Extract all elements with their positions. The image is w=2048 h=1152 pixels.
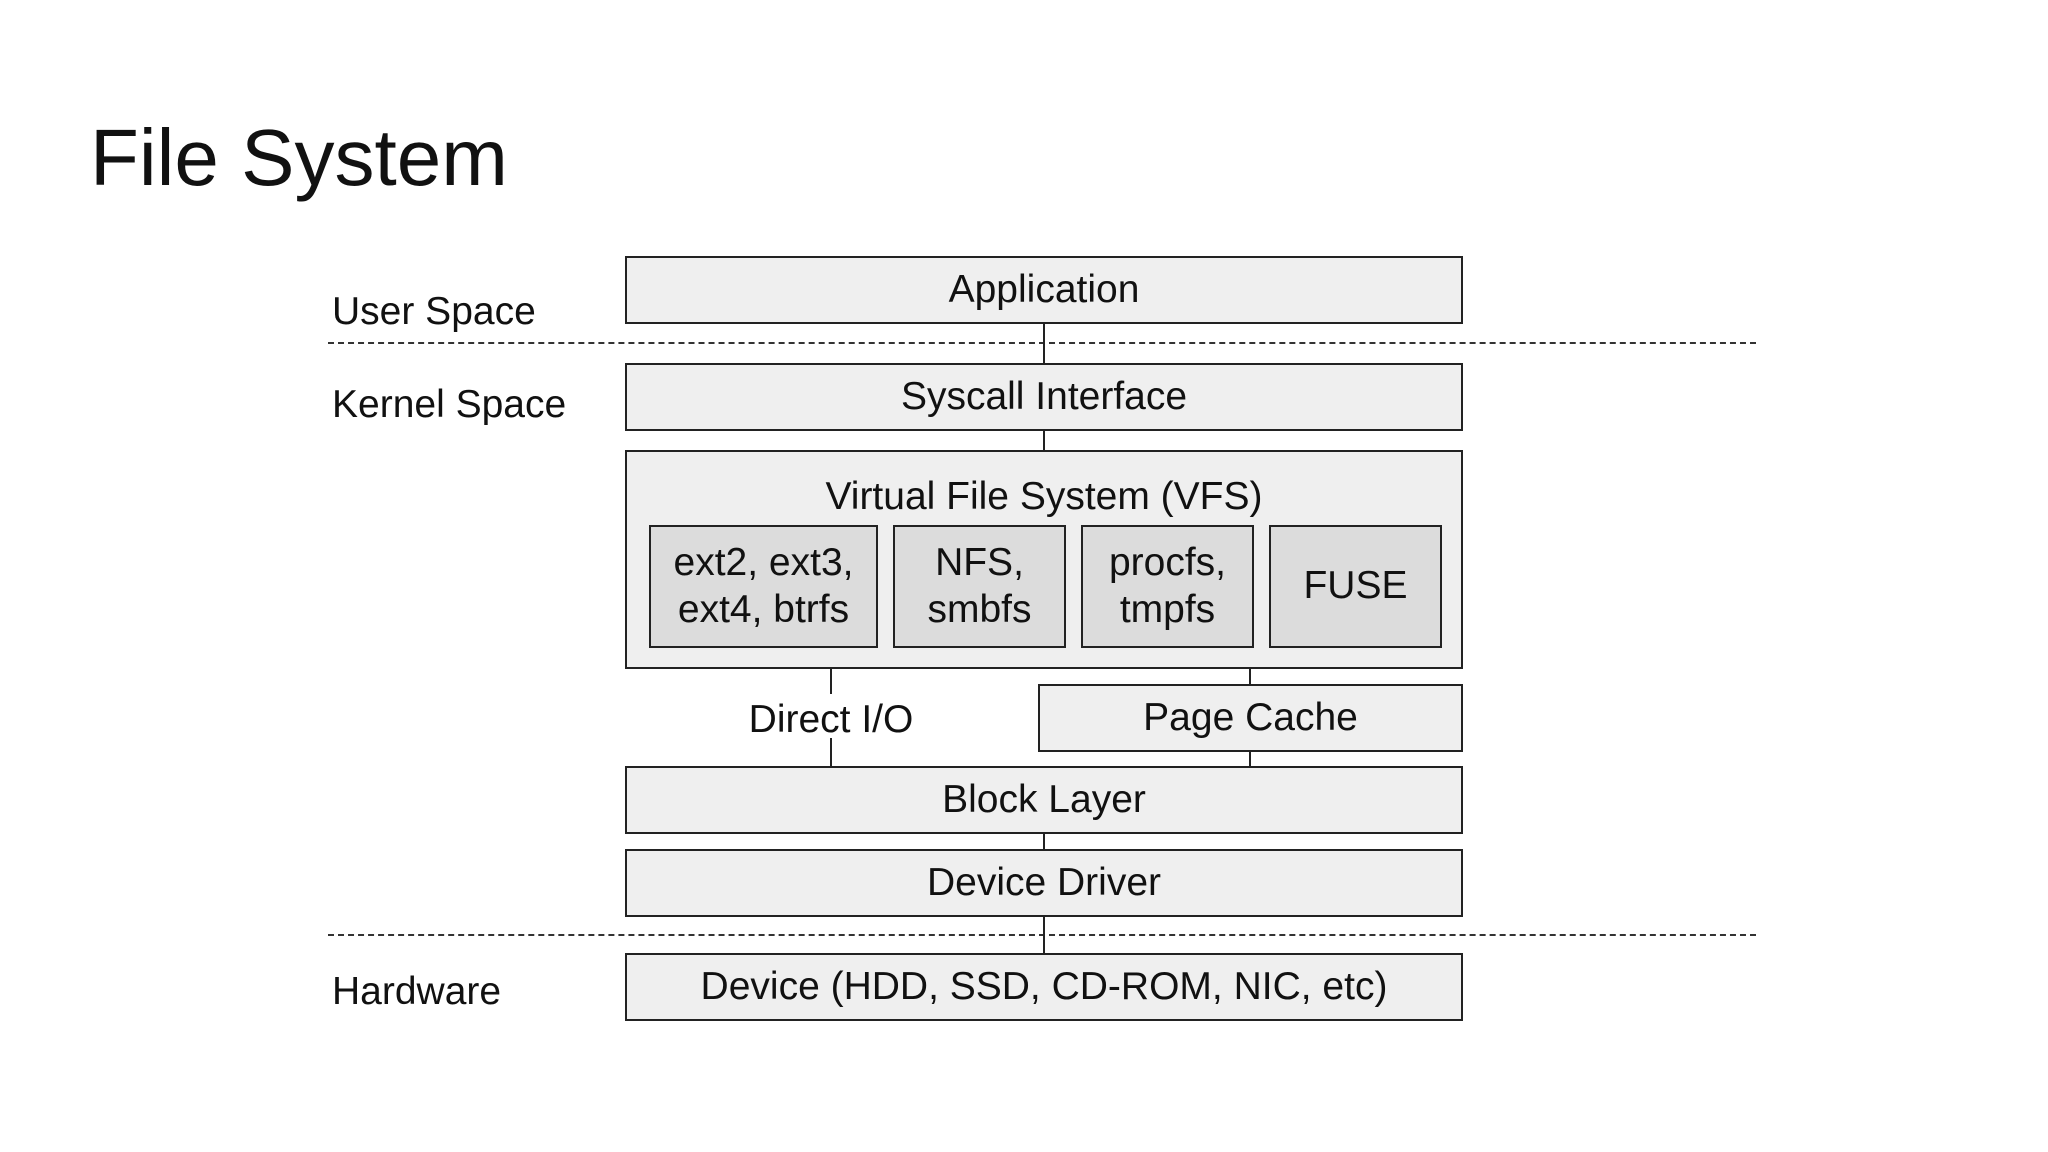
application-label: Application	[948, 267, 1140, 311]
connector-application-syscall	[1043, 323, 1045, 363]
page-cache-box: Page Cache	[1038, 684, 1463, 752]
filesystem-ext-line2: ext4, btrfs	[677, 587, 850, 631]
region-label-user-space: User Space	[332, 290, 536, 333]
block-layer-label: Block Layer	[942, 777, 1146, 821]
device-label: Device (HDD, SSD, CD-ROM, NIC, etc)	[700, 964, 1388, 1008]
region-label-hardware: Hardware	[332, 970, 502, 1013]
kernel-hardware-boundary	[328, 934, 1756, 936]
block-layer-box: Block Layer	[625, 766, 1463, 834]
filesystem-procfs-line1: procfs,	[1108, 541, 1227, 585]
filesystem-nfs-line2: smbfs	[927, 587, 1032, 631]
user-kernel-boundary	[328, 342, 1756, 344]
connector-block-driver	[1043, 833, 1045, 849]
filesystem-ext-line1: ext2, ext3,	[673, 541, 854, 585]
connector-direct-io-block	[830, 738, 832, 766]
device-driver-label: Device Driver	[926, 860, 1162, 904]
filesystem-box-nfs: NFS, smbfs	[893, 525, 1066, 648]
connector-vfs-direct-io	[830, 668, 832, 694]
filesystem-nfs-line1: NFS,	[935, 541, 1024, 585]
filesystem-fuse-label: FUSE	[1303, 564, 1408, 608]
device-box: Device (HDD, SSD, CD-ROM, NIC, etc)	[625, 953, 1463, 1021]
vfs-label: Virtual File System (VFS)	[825, 475, 1263, 518]
region-label-kernel-space: Kernel Space	[332, 383, 567, 426]
filesystem-procfs-line2: tmpfs	[1119, 587, 1216, 631]
slide-title: File System	[90, 113, 508, 202]
filesystem-box-procfs: procfs, tmpfs	[1081, 525, 1254, 648]
filesystem-box-ext: ext2, ext3, ext4, btrfs	[649, 525, 878, 648]
connector-driver-device	[1043, 915, 1045, 953]
syscall-interface-label: Syscall Interface	[900, 374, 1188, 418]
connector-page-cache-block	[1249, 749, 1251, 766]
syscall-interface-box: Syscall Interface	[625, 363, 1463, 431]
direct-io-label: Direct I/O	[748, 698, 914, 741]
connector-syscall-vfs	[1043, 429, 1045, 450]
page-cache-label: Page Cache	[1143, 695, 1358, 739]
device-driver-box: Device Driver	[625, 849, 1463, 917]
connector-vfs-page-cache	[1249, 668, 1251, 684]
application-box: Application	[625, 256, 1463, 324]
filesystem-box-fuse: FUSE	[1269, 525, 1442, 648]
